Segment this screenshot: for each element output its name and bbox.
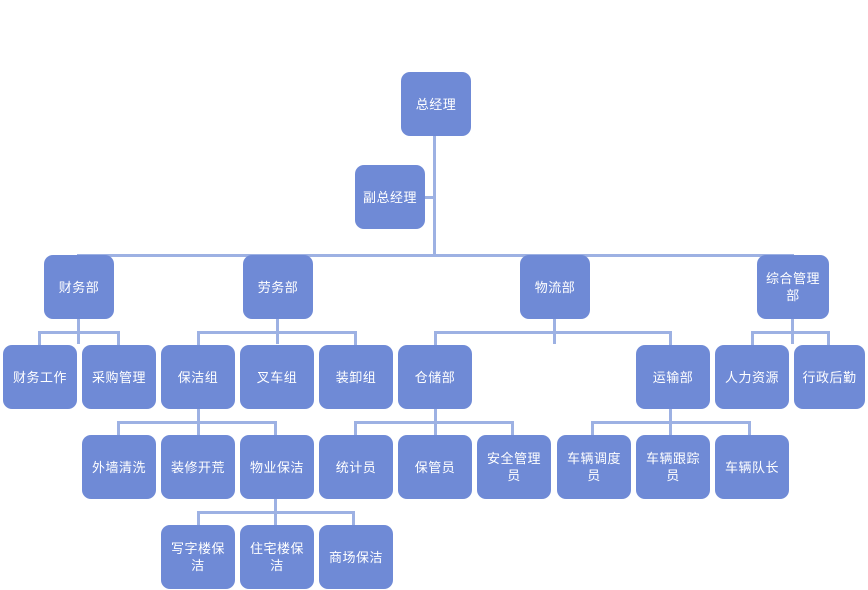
org-node-label: 财务部 (58, 279, 100, 295)
org-node[interactable]: 劳务部 (243, 255, 313, 319)
connector-bus-level2-horizontal (77, 254, 793, 257)
org-node[interactable]: 叉车组 (240, 345, 314, 409)
org-node[interactable]: 保洁组 (161, 345, 235, 409)
connector-drop-vehicle-dispatch (591, 421, 594, 435)
connector-drop-office-building (197, 511, 200, 525)
org-node[interactable]: 总经理 (401, 72, 471, 136)
connector-bus-finance (38, 331, 119, 334)
org-node-label: 车辆调度员 (566, 451, 621, 483)
org-node[interactable]: 车辆队长 (715, 435, 789, 499)
connector-drop-forklift-team (354, 331, 357, 345)
org-node-label: 采购管理 (91, 369, 146, 385)
org-node[interactable]: 住宅楼保洁 (240, 525, 314, 589)
org-node-label: 写字楼保洁 (170, 541, 225, 573)
org-node[interactable]: 人力资源 (715, 345, 789, 409)
org-node-label: 车辆跟踪员 (645, 451, 700, 483)
org-node-label: 仓储部 (414, 369, 456, 385)
connector-bus-transport (591, 421, 751, 424)
connector-drop-vehicle-captain (748, 421, 751, 435)
org-node-label: 保洁组 (177, 369, 219, 385)
org-node-label: 财务工作 (12, 369, 67, 385)
connector-bus-admin (751, 331, 830, 334)
org-node[interactable]: 物业保洁 (240, 435, 314, 499)
org-node-label: 副总经理 (362, 189, 417, 205)
connector-bus-logistics (434, 331, 672, 334)
org-node[interactable]: 综合管理部 (757, 255, 829, 319)
org-node-label: 物业保洁 (249, 459, 304, 475)
org-node[interactable]: 运输部 (636, 345, 710, 409)
org-node-label: 人力资源 (724, 369, 779, 385)
org-node-label: 统计员 (335, 459, 377, 475)
org-node-label: 安全管理员 (486, 451, 541, 483)
org-node[interactable]: 商场保洁 (319, 525, 393, 589)
connector-drop-exterior-wall (117, 421, 120, 435)
connector-bus-warehouse (354, 421, 514, 424)
connector-drop-property-clean (274, 421, 277, 435)
org-node-label: 劳务部 (257, 279, 299, 295)
org-node[interactable]: 副总经理 (355, 165, 425, 229)
org-node[interactable]: 行政后勤 (794, 345, 865, 409)
org-node-label: 装修开荒 (170, 459, 225, 475)
org-node-label: 综合管理部 (765, 271, 820, 303)
org-node-label: 商场保洁 (328, 549, 383, 565)
org-node[interactable]: 装修开荒 (161, 435, 235, 499)
org-node[interactable]: 仓储部 (398, 345, 472, 409)
connector-drop-statistician (354, 421, 357, 435)
org-node-label: 保管员 (414, 459, 456, 475)
org-node-label: 运输部 (652, 369, 694, 385)
org-node[interactable]: 采购管理 (82, 345, 156, 409)
org-node-label: 住宅楼保洁 (249, 541, 304, 573)
connector-bus-property-clean (197, 511, 355, 514)
org-node-label: 叉车组 (256, 369, 298, 385)
connector-drop-purchase-mgmt (117, 331, 120, 345)
org-node[interactable]: 车辆调度员 (557, 435, 631, 499)
connector-drop-warehouse-dept (434, 331, 437, 345)
org-node[interactable]: 保管员 (398, 435, 472, 499)
org-node-label: 物流部 (534, 279, 576, 295)
org-node[interactable]: 财务部 (44, 255, 114, 319)
org-node-label: 装卸组 (335, 369, 377, 385)
connector-drop-hr (751, 331, 754, 345)
org-node[interactable]: 财务工作 (3, 345, 77, 409)
org-node[interactable]: 装卸组 (319, 345, 393, 409)
org-node-label: 总经理 (415, 96, 457, 112)
connector-drop-cleaning-team (197, 331, 200, 345)
connector-drop-admin-support (827, 331, 830, 345)
org-node[interactable]: 安全管理员 (477, 435, 551, 499)
org-node[interactable]: 写字楼保洁 (161, 525, 235, 589)
org-node-label: 外墙清洗 (91, 459, 146, 475)
connector-stub-deputy-gm (424, 196, 436, 199)
org-node[interactable]: 物流部 (520, 255, 590, 319)
connector-drop-safety-officer (511, 421, 514, 435)
connector-bus-cleaning-team (117, 421, 277, 424)
org-node[interactable]: 车辆跟踪员 (636, 435, 710, 499)
connector-bus-labor (197, 331, 357, 334)
connector-drop-finance-work (38, 331, 41, 345)
connector-drop-mall-clean (352, 511, 355, 525)
connector-drop-transport-dept (669, 331, 672, 345)
org-node[interactable]: 统计员 (319, 435, 393, 499)
org-node[interactable]: 外墙清洗 (82, 435, 156, 499)
org-node-label: 行政后勤 (802, 369, 857, 385)
org-node-label: 车辆队长 (724, 459, 779, 475)
